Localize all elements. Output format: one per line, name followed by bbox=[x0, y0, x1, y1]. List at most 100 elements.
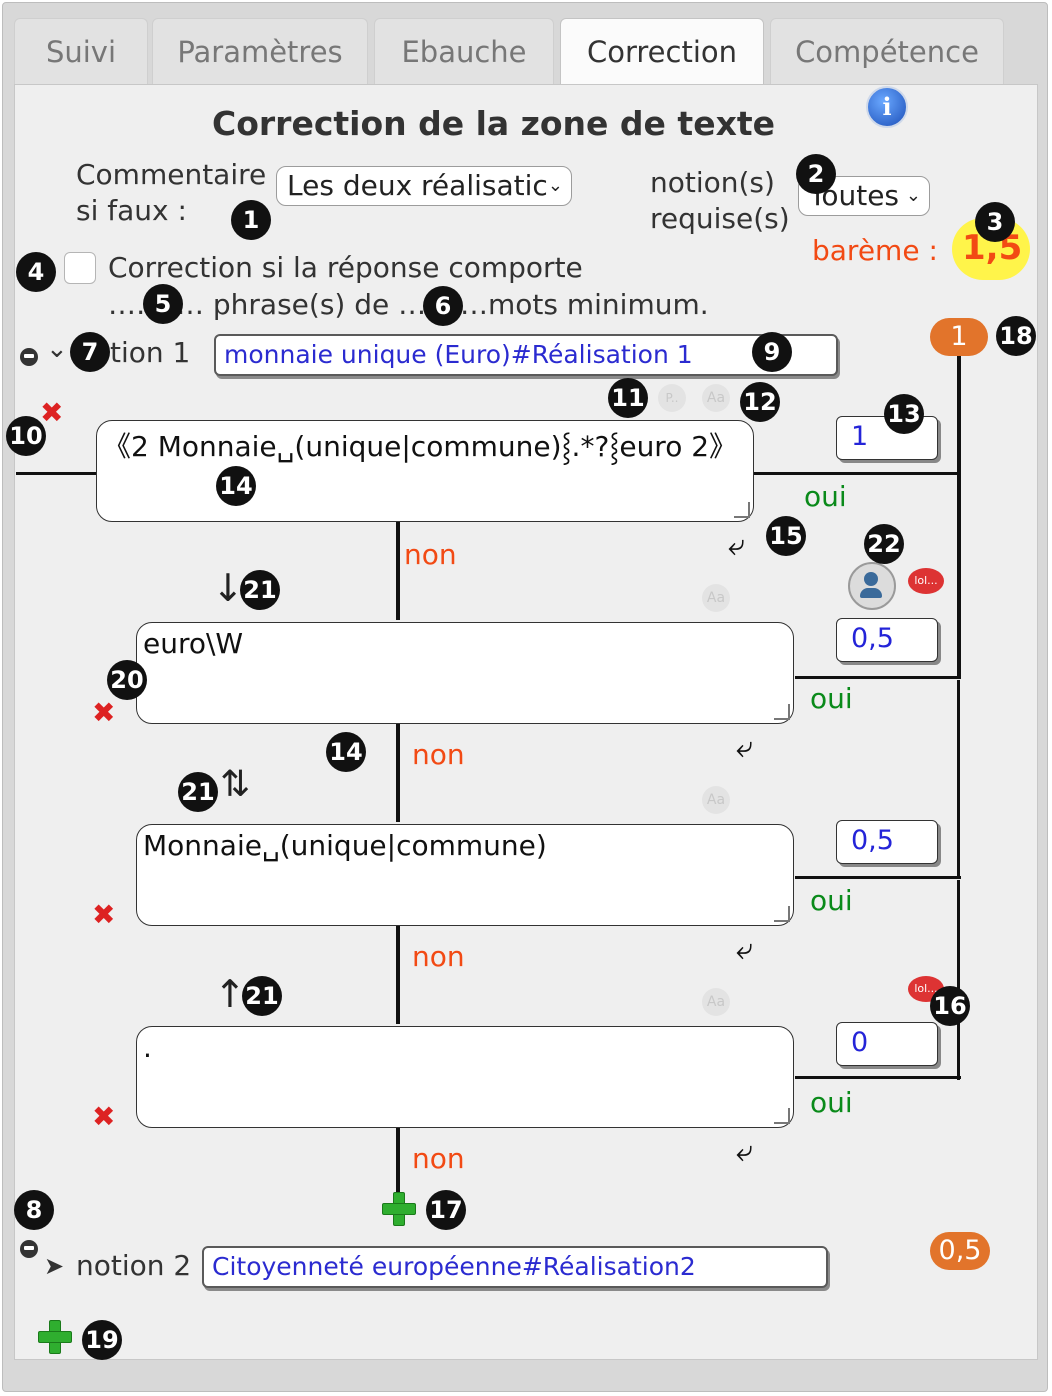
rule-regex-field[interactable]: . bbox=[136, 1026, 794, 1128]
tree-connector bbox=[957, 680, 960, 878]
phrase-text: … phrase(s) de … bbox=[176, 288, 427, 321]
annotation-marker: 19 bbox=[82, 1320, 122, 1360]
resize-grip-icon[interactable] bbox=[774, 906, 790, 922]
annotation-marker: 16 bbox=[930, 986, 970, 1026]
rule-text: . bbox=[143, 1031, 152, 1064]
return-arrow-icon[interactable]: ⤶ bbox=[736, 932, 753, 967]
tree-connector bbox=[396, 926, 400, 1024]
page-title: Correction de la zone de texte bbox=[212, 104, 776, 143]
case-button-icon[interactable]: Aa bbox=[702, 988, 730, 1016]
arrow-up-icon[interactable]: ↑ bbox=[214, 972, 246, 1016]
annotation-marker: 3 bbox=[975, 202, 1015, 242]
oui-label: oui bbox=[810, 884, 853, 917]
annotation-marker: 20 bbox=[107, 660, 147, 700]
notion1-points: 1 bbox=[930, 318, 988, 356]
non-label: non bbox=[412, 738, 465, 771]
collapse-icon[interactable] bbox=[20, 348, 38, 366]
notion2-field[interactable]: Citoyenneté européenne#Réalisation2 bbox=[202, 1246, 828, 1288]
annotation-marker: 12 bbox=[740, 382, 780, 422]
rule-score-field[interactable]: 0,5 bbox=[836, 820, 938, 864]
non-label: non bbox=[412, 1142, 465, 1175]
chevron-down-icon: ⌄ bbox=[905, 185, 921, 206]
chevron-down-icon[interactable]: ⌄ bbox=[46, 334, 68, 364]
annotation-marker: 1 bbox=[231, 200, 271, 240]
case-button-icon[interactable]: Aa bbox=[702, 584, 730, 612]
notions-required-label-2: requise(s) bbox=[650, 202, 790, 235]
comment-select-value: Les deux réalisatic bbox=[287, 169, 548, 202]
bareme-label: barème : bbox=[812, 234, 938, 267]
notions-required-label: notion(s) bbox=[650, 166, 775, 199]
non-label: non bbox=[404, 538, 457, 571]
comment-label: Commentaire bbox=[76, 158, 267, 191]
tab-correction[interactable]: Correction bbox=[560, 18, 764, 86]
annotation-marker: 15 bbox=[766, 516, 806, 556]
delete-rule-icon[interactable]: ✖ bbox=[92, 1100, 116, 1133]
rule-regex-field[interactable]: euro\W bbox=[136, 622, 794, 724]
annotation-marker: 7 bbox=[70, 332, 110, 372]
annotation-marker: 21 bbox=[178, 772, 218, 812]
chevron-down-icon: ⌄ bbox=[547, 175, 563, 196]
annotation-marker: 9 bbox=[752, 332, 792, 372]
tree-connector bbox=[795, 876, 961, 879]
resize-grip-icon[interactable] bbox=[774, 1108, 790, 1124]
annotation-marker: 22 bbox=[864, 524, 904, 564]
annotation-marker: 6 bbox=[423, 286, 463, 326]
tree-connector bbox=[396, 1128, 400, 1196]
comment-icon[interactable]: lol... bbox=[908, 568, 944, 594]
group-icon[interactable] bbox=[848, 562, 896, 610]
annotation-marker: 18 bbox=[996, 316, 1036, 356]
annotation-marker: 8 bbox=[14, 1190, 54, 1230]
notion2-label: notion 2 bbox=[76, 1249, 192, 1282]
correction-checkbox[interactable] bbox=[64, 252, 96, 284]
arrow-updown-icon[interactable]: ⇅ bbox=[220, 764, 251, 805]
return-arrow-icon[interactable]: ⤶ bbox=[728, 528, 745, 563]
rule-text: 《2 Monnaie␣(unique|commune)⸾.*?⸾euro 2》 bbox=[103, 430, 738, 463]
add-rule-icon[interactable] bbox=[382, 1192, 416, 1226]
rule-score-field[interactable]: 0 bbox=[836, 1022, 938, 1066]
tree-connector bbox=[16, 472, 98, 475]
comment-select[interactable]: Les deux réalisatic ⌄ bbox=[276, 166, 572, 206]
return-arrow-icon[interactable]: ⤶ bbox=[736, 1134, 753, 1169]
annotation-marker: 10 bbox=[6, 416, 46, 456]
tree-connector bbox=[795, 1076, 961, 1079]
tab-ebauche[interactable]: Ebauche bbox=[374, 18, 554, 84]
tree-connector bbox=[396, 522, 400, 620]
annotation-marker: 14 bbox=[216, 466, 256, 506]
notion1-field[interactable]: monnaie unique (Euro)#Réalisation 1 bbox=[214, 334, 838, 376]
collapse-icon[interactable] bbox=[20, 1240, 38, 1258]
rule-text: euro\W bbox=[143, 627, 244, 660]
annotation-marker: 11 bbox=[608, 378, 648, 418]
annotation-marker: 5 bbox=[143, 284, 183, 324]
p-button-icon[interactable]: P.. bbox=[658, 384, 686, 412]
oui-label: oui bbox=[804, 480, 847, 513]
resize-grip-icon[interactable] bbox=[774, 704, 790, 720]
add-notion-icon[interactable] bbox=[38, 1320, 72, 1354]
annotation-marker: 13 bbox=[884, 394, 924, 434]
rule-regex-field[interactable]: 《2 Monnaie␣(unique|commune)⸾.*?⸾euro 2》 bbox=[96, 420, 754, 522]
case-button-icon[interactable]: Aa bbox=[702, 786, 730, 814]
tree-connector bbox=[795, 676, 961, 679]
annotation-marker: 14 bbox=[326, 732, 366, 772]
notion1-label: tion 1 bbox=[110, 336, 191, 369]
tree-connector bbox=[957, 356, 961, 678]
delete-notion-icon[interactable]: ✖ bbox=[40, 396, 64, 429]
info-icon[interactable]: i bbox=[866, 86, 908, 128]
delete-rule-icon[interactable]: ✖ bbox=[92, 898, 116, 931]
chevron-right-icon[interactable]: ➤ bbox=[44, 1252, 65, 1280]
arrow-down-icon[interactable]: ↓ bbox=[212, 566, 244, 610]
non-label: non bbox=[412, 940, 465, 973]
word-count-text: …mots minimum. bbox=[460, 288, 709, 321]
tab-suivi[interactable]: Suivi bbox=[14, 18, 148, 84]
resize-grip-icon[interactable] bbox=[734, 502, 750, 518]
rule-regex-field[interactable]: Monnaie␣(unique|commune) bbox=[136, 824, 794, 926]
tab-competence[interactable]: Compétence bbox=[770, 18, 1004, 84]
return-arrow-icon[interactable]: ⤶ bbox=[736, 730, 753, 765]
case-button-icon[interactable]: Aa bbox=[702, 384, 730, 412]
delete-rule-icon[interactable]: ✖ bbox=[92, 696, 116, 729]
tree-connector bbox=[396, 724, 400, 822]
correction-condition: Correction si la réponse comporte bbox=[108, 251, 583, 284]
annotation-marker: 4 bbox=[16, 252, 56, 292]
oui-label: oui bbox=[810, 682, 853, 715]
tab-parametres[interactable]: Paramètres bbox=[152, 18, 368, 84]
rule-score-field[interactable]: 0,5 bbox=[836, 618, 938, 662]
